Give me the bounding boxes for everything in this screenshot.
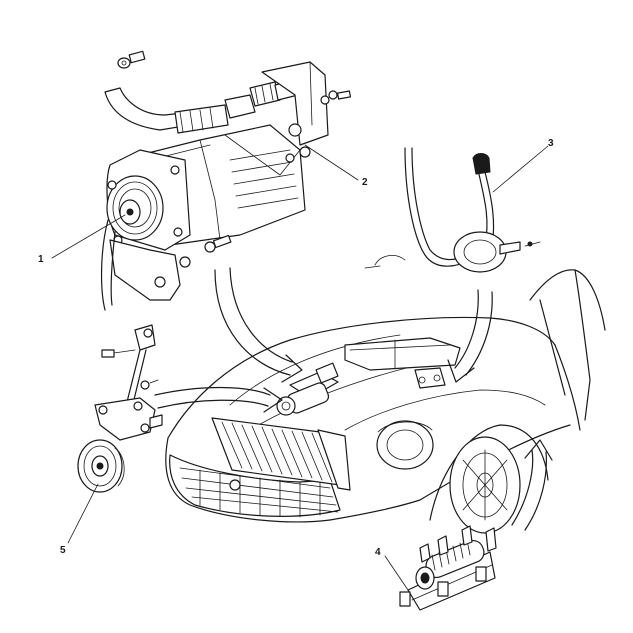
callout-5: 5 xyxy=(60,545,66,556)
leader-line-3 xyxy=(492,145,549,193)
arrow-icon-compressor-to-car xyxy=(214,267,303,383)
leader-line-2 xyxy=(304,144,359,181)
callout-2: 2 xyxy=(362,177,368,188)
bolt-icon xyxy=(117,50,146,69)
headlamp xyxy=(376,420,434,470)
arrow-icon-thermostat-to-car xyxy=(447,289,493,383)
callout-4: 4 xyxy=(375,547,381,558)
car-body-icon xyxy=(165,269,606,534)
callout-3: 3 xyxy=(548,138,554,149)
leader-line-5 xyxy=(67,483,99,544)
arrow-icon-pulley-to-car xyxy=(154,386,283,413)
arrow-icon-resistor-to-car xyxy=(511,439,553,531)
callout-1: 1 xyxy=(38,254,44,265)
receiver-drier-icon xyxy=(276,362,339,416)
compressor-icon xyxy=(100,61,352,311)
idler-pulley-icon xyxy=(77,324,163,493)
blower-resistor-icon xyxy=(399,525,497,611)
thermostat-capillary-icon xyxy=(364,147,541,273)
leader-line-4 xyxy=(384,555,409,591)
leader-line-1 xyxy=(51,214,126,259)
thermostat-body xyxy=(453,231,507,273)
radiator-icon xyxy=(211,417,351,491)
heater-box xyxy=(344,337,461,389)
